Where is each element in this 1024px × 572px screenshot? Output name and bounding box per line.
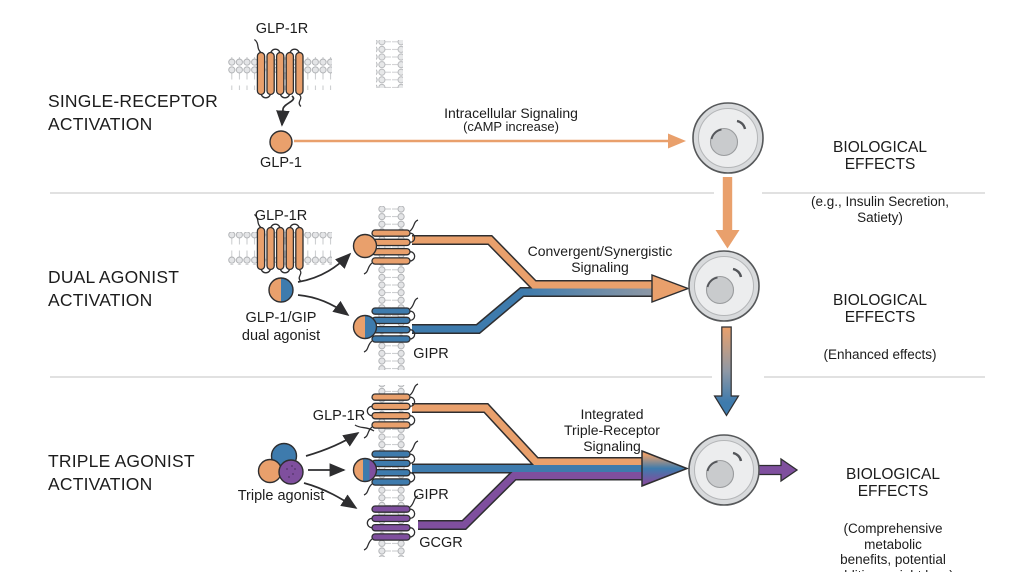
receptor-release-arrow-row1 [276,95,295,127]
glp1-label: GLP-1 [260,155,302,171]
signal-sublabel-row1: (cAMP increase) [463,119,559,134]
effects-title-row2: BIOLOGICAL EFFECTS [833,291,927,326]
glp1-ligand [269,130,293,154]
triple-signaling-lines [412,403,690,530]
gcgr-label: GCGR [419,535,463,551]
dual-signaling-lines [412,235,690,334]
intracellular-signaling-arrow [294,133,686,149]
gipr-label-row3: GIPR [413,487,449,503]
section-dividers [50,192,985,378]
triple-agonist-arrow-up [305,432,360,457]
biological-effects-row3: BIOLOGICAL EFFECTS (Comprehensive metabo… [828,446,959,572]
cell3-output-arrow [755,457,799,483]
glp1r-label-row2: GLP-1R [254,208,308,224]
glp1r-label-row1: GLP-1R [255,21,309,37]
effects-subtitle-row3: (Comprehensive metabolic benefits, poten… [832,521,954,572]
dual-agonist-arrow-down [297,294,350,317]
section-title-dual: DUAL AGONIST ACTIVATION [48,267,180,310]
glp1r-label-row3: GLP-1R [312,408,366,424]
biological-effects-row2: BIOLOGICAL EFFECTS (Enhanced effects) [808,272,952,382]
biological-effects-row1: BIOLOGICAL EFFECTS (e.g., Insulin Secret… [808,119,952,245]
effects-subtitle-row1: (e.g., Insulin Secretion, Satiety) [810,194,950,225]
triple-ligand-bound-row3 [352,457,378,483]
effects-title-row1: BIOLOGICAL EFFECTS [833,138,927,173]
cell1-to-cell2-arrow [715,177,740,249]
dual-agonist-label: GLP-1/GIP dual agonist [241,310,321,344]
activation-arrows [276,95,375,509]
dual-agonist-arrow-up [297,252,352,283]
triple-agonist-label: Triple agonist [237,488,325,504]
glp1r-signal-line [412,236,654,289]
glp1r-signal-line [412,404,642,466]
cell-row1 [691,101,765,175]
gcgr-signal-line [418,472,642,529]
signal-label-row1: Intracellular Signaling [444,105,578,121]
section-title-single: SINGLE-RECEPTOR ACTIVATION [48,91,218,134]
membrane-fragment-row1 [376,40,403,88]
triple-agonist-ligand [257,442,304,485]
triple-agonist-arrow-down [303,482,358,509]
dual-agonist-ligand [268,277,294,303]
gipr-label-row2: GIPR [413,346,449,362]
gipr-signal-line [412,288,654,333]
glp1r-receptor-row1 [253,38,304,108]
effects-title-row3: BIOLOGICAL EFFECTS [846,465,940,500]
dual-ligand-bound-row2 [352,314,378,340]
glp1-ligand-bound-row2 [352,233,378,259]
effects-subtitle-row2: (Enhanced effects) [823,347,937,363]
glp1r-label-squiggle-row3 [354,424,375,432]
signal-label-row2: Convergent/Synergistic Signaling [527,243,673,276]
cell2-to-cell3-arrow [713,326,740,417]
signal-label-row3: Integrated Triple-Receptor Signaling [564,406,660,455]
integrated-arrowhead [641,449,690,488]
convergent-arrowhead [651,273,690,304]
cell-row3 [687,433,761,507]
section-title-triple: TRIPLE AGONIST ACTIVATION [48,451,195,494]
cell-row2 [687,249,761,323]
